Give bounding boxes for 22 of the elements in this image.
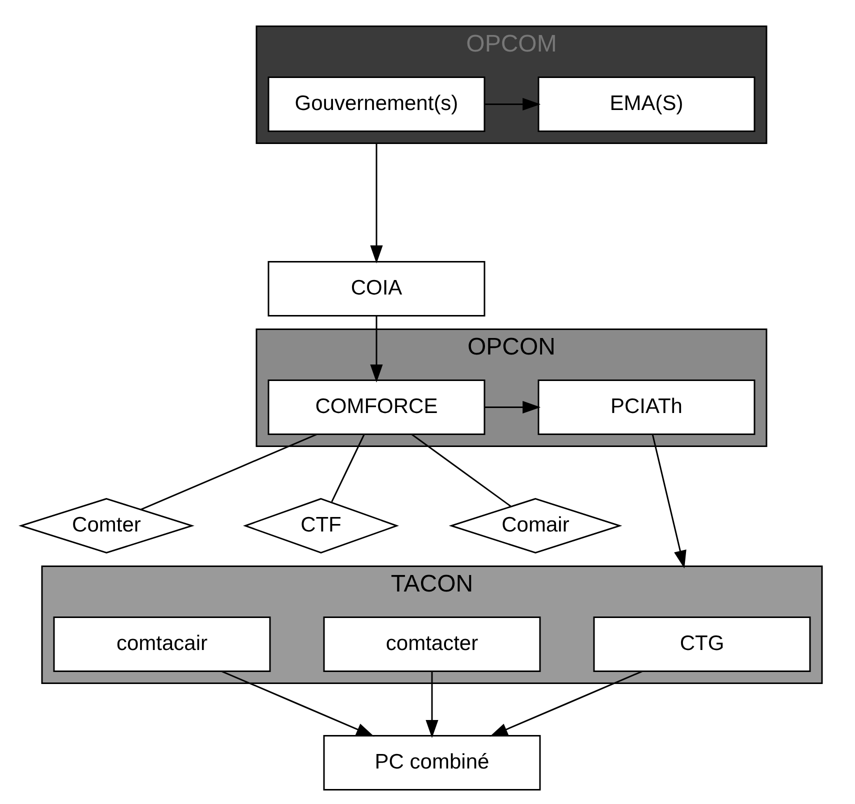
node-diamond: CTF [243,498,399,554]
node-box: COIA [268,261,486,316]
connector [411,434,512,507]
connector [140,434,317,510]
node-box: comtacair [53,616,271,672]
node-box: EMA(S) [538,76,756,132]
arrow [370,143,383,264]
arrow [652,434,686,568]
arrow [490,670,642,737]
arrow [370,316,383,382]
node-box: COMFORCE [268,380,486,435]
node-diamond: Comair [448,498,622,554]
arrow [484,400,541,414]
node-box: PCIATh [538,380,756,435]
node-box: Gouvernement(s) [268,76,486,132]
arrow [426,671,438,738]
node-box: PC combiné [323,735,541,790]
node-box: CTG [593,616,811,672]
node-box: comtacter [323,616,541,672]
arrow [484,98,541,111]
arrow [222,670,374,737]
node-diamond: Comter [18,498,194,554]
